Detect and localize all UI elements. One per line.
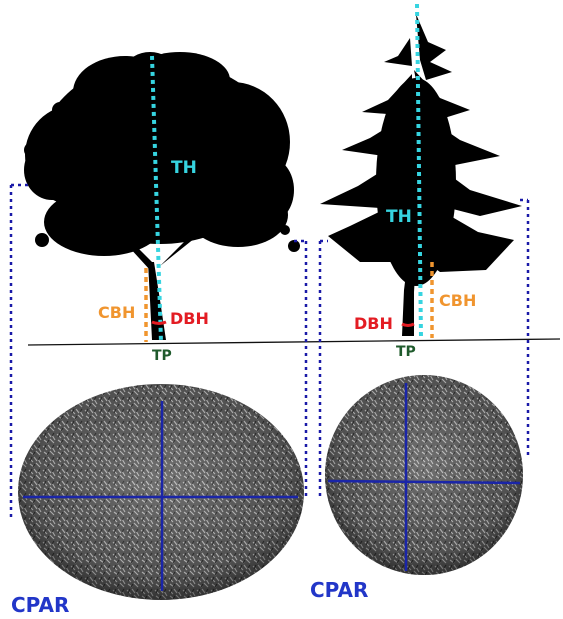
- tp-label-right: TP: [396, 344, 416, 360]
- cpar-label-left: CPAR: [11, 593, 69, 617]
- crown-top-view-left: [18, 384, 304, 600]
- cpar-label-right: CPAR: [310, 578, 368, 602]
- conifer-tree-icon: [320, 14, 522, 336]
- cbh-label-right: CBH: [439, 291, 476, 310]
- dbh-label-left: DBH: [170, 309, 209, 328]
- dbh-label-right: DBH: [354, 314, 393, 333]
- th-label-right: TH: [386, 207, 412, 227]
- projection-guides: [9, 183, 530, 518]
- dbh-mark-right: [401, 322, 415, 327]
- dbh-mark-left: [151, 320, 167, 325]
- th-label-left: TH: [171, 158, 197, 178]
- cbh-label-left: CBH: [98, 303, 135, 322]
- tp-label-left: TP: [152, 348, 172, 364]
- crown-top-view-right: [325, 375, 523, 575]
- deciduous-tree-icon: [24, 52, 300, 340]
- ground-line: [27, 338, 561, 346]
